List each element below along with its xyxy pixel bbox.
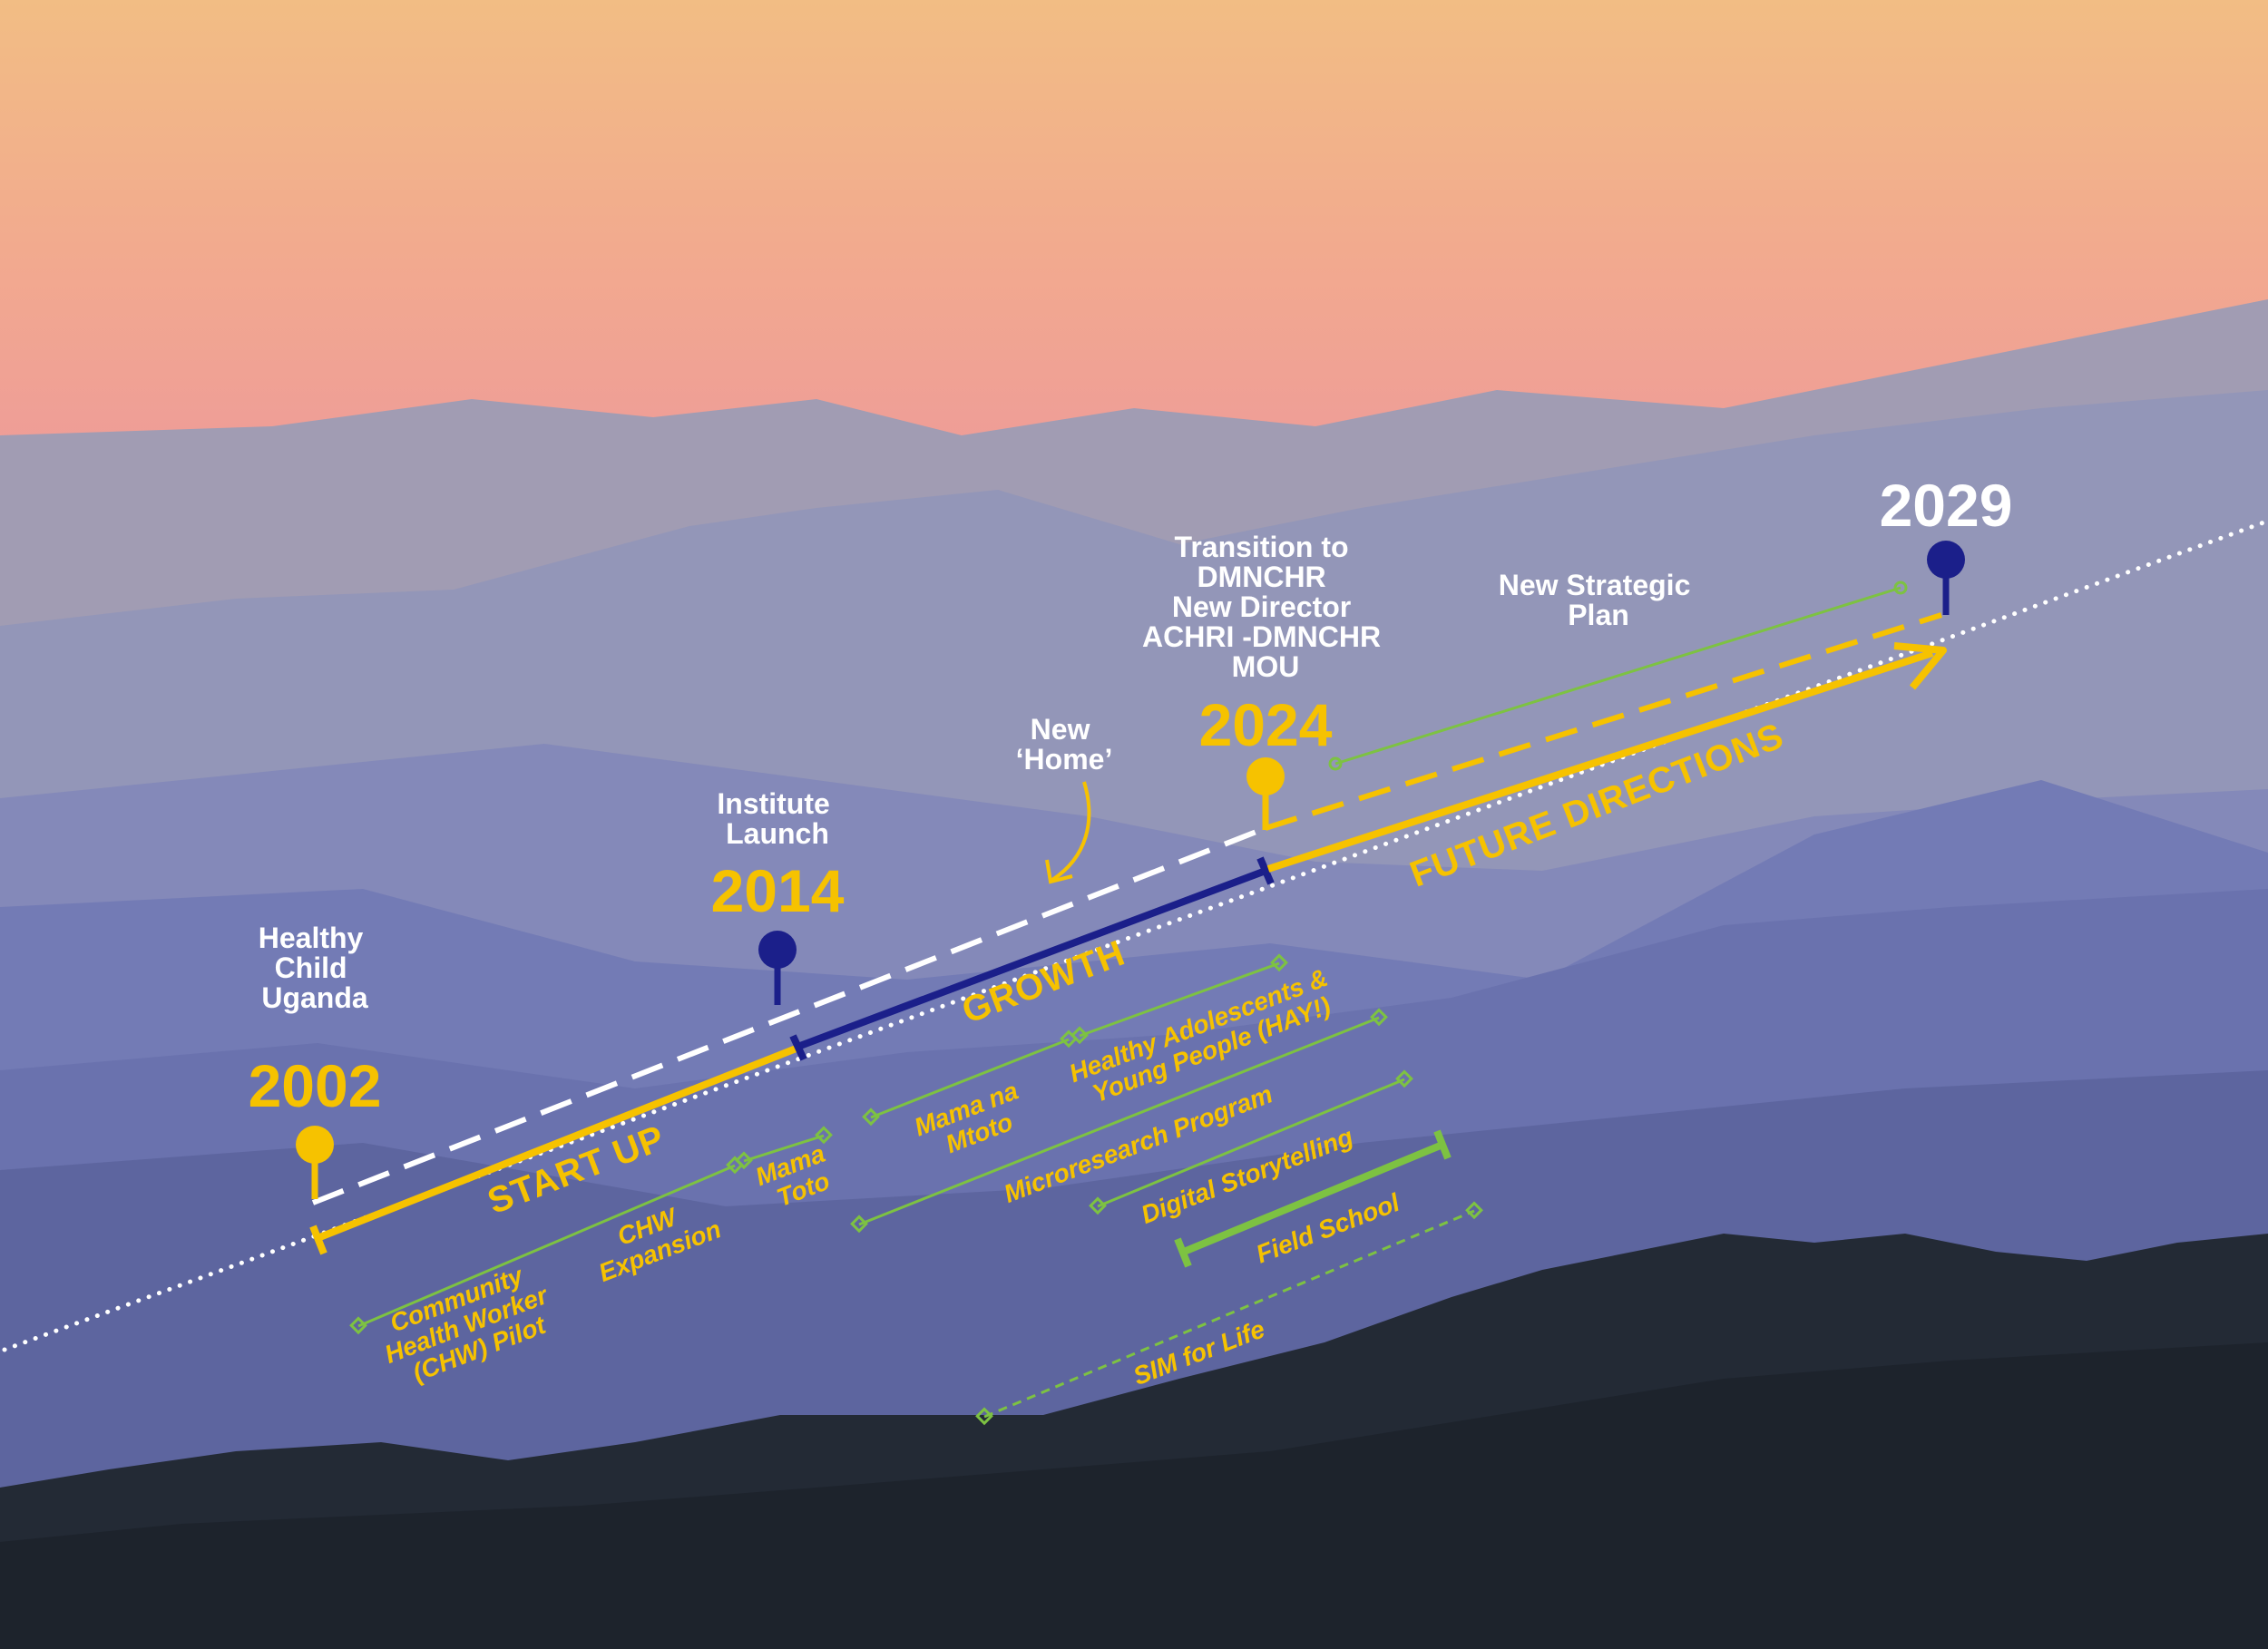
milestone-label-2014: Institute Launch: [717, 787, 837, 850]
year-2029: 2029: [1880, 472, 2013, 539]
milestone-label-2002: Healthy Child Uganda: [259, 922, 371, 1014]
year-2014: 2014: [711, 857, 845, 924]
new-home-label: New ‘Home’: [1016, 713, 1113, 776]
year-2002: 2002: [249, 1052, 382, 1119]
year-2024: 2024: [1199, 691, 1333, 758]
